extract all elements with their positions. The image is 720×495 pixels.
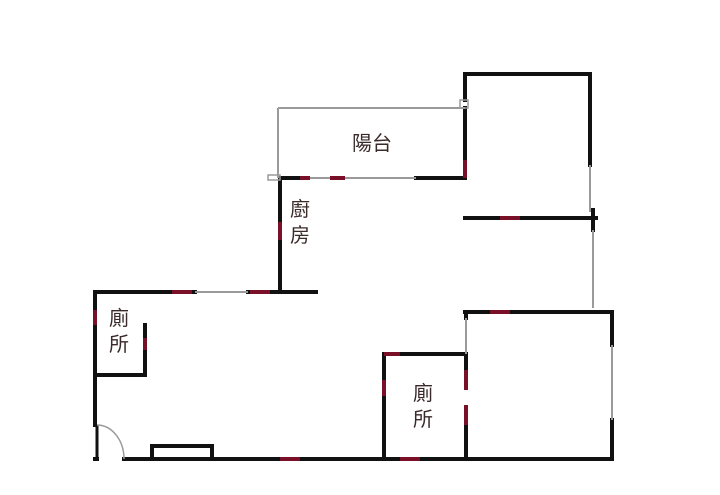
toilet-right-label-top: 廁 — [413, 381, 433, 405]
windows — [195, 99, 613, 420]
accent-marks — [93, 160, 520, 461]
walls — [93, 72, 614, 461]
balcony-label: 陽台 — [352, 131, 392, 155]
kitchen-label-bottom: 房 — [290, 223, 310, 247]
toilet-left-label-top: 廁 — [109, 306, 129, 330]
toilet-right-label-bottom: 所 — [413, 407, 433, 431]
kitchen-label-top: 廚 — [290, 197, 310, 221]
toilet-left-label-bottom: 所 — [109, 332, 129, 356]
entrance-door — [95, 424, 125, 460]
